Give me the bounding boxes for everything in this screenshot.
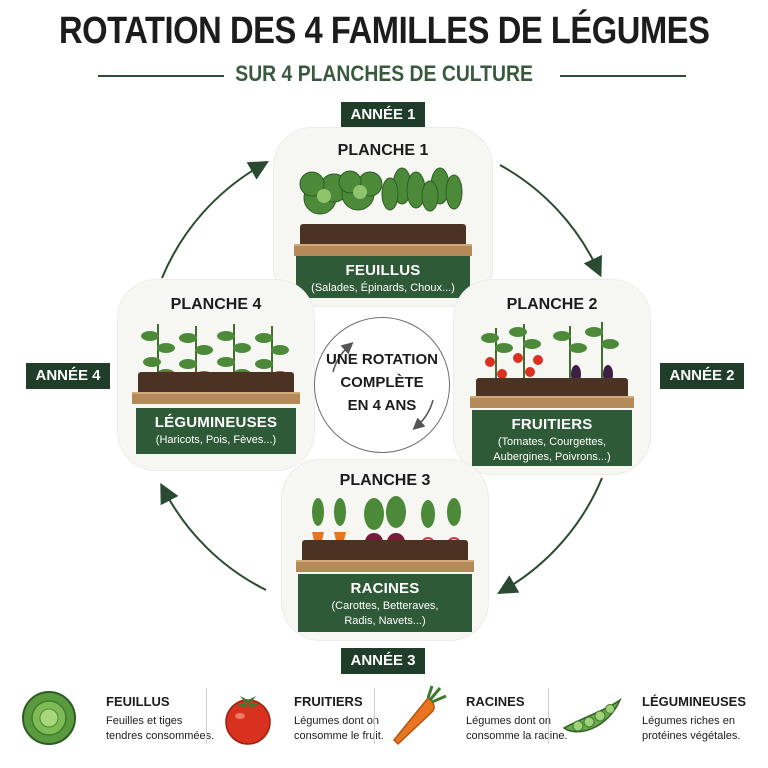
year-badge-4: ANNÉE 4 <box>26 363 110 389</box>
subtitle: SUR 4 PLANCHES DE CULTURE <box>235 61 533 86</box>
planche-4-bed <box>132 372 300 406</box>
legend-item-fruitiers: FRUITIERS Légumes dont on consomme le fr… <box>218 680 384 756</box>
planche-2-family: FRUITIERS <box>511 416 593 433</box>
planche-2-title: PLANCHE 2 <box>506 296 598 313</box>
arrow-4-to-1 <box>161 161 269 279</box>
planche-1-examples: (Salades, Épinards, Choux...) <box>311 282 455 294</box>
planche-3-family: RACINES <box>350 580 420 597</box>
cabbage-icon <box>22 691 76 745</box>
legend-name-racines: RACINES <box>466 694 525 709</box>
subtitle-divider-left <box>98 75 224 77</box>
legend-separator <box>374 688 375 744</box>
planche-4-title: PLANCHE 4 <box>170 296 262 313</box>
planche-3-bed <box>296 540 474 574</box>
planche-3-examples-line2: Radis, Navets...) <box>344 615 426 627</box>
planche-2-examples-line2: Aubergines, Poivrons...) <box>493 451 611 463</box>
legend-name-fruitiers: FRUITIERS <box>294 694 363 709</box>
legend-desc-fruitiers: Légumes dont on consomme le fruit. <box>294 715 384 742</box>
carrot-icon <box>392 685 447 746</box>
year-badge-1: ANNÉE 1 <box>341 102 425 128</box>
tomato-icon <box>225 696 271 745</box>
arrow-1-to-2 <box>499 164 602 278</box>
legend-desc-feuillus: Feuilles et tiges tendres consommées. <box>106 715 215 742</box>
legend-desc-racines: Légumes dont on consomme la racine. <box>466 715 568 742</box>
planche-3-card: PLANCHE 3 RACINES (Carottes, Betteraves,… <box>282 460 488 640</box>
legend-separator <box>548 688 549 744</box>
planche-1-card: PLANCHE 1 FEUILLUS (Salades, Épinards, C… <box>274 128 492 306</box>
page-title: ROTATION DES 4 FAMILLES DE LÉGUMES <box>58 10 710 52</box>
planche-4-family: LÉGUMINEUSES <box>154 414 278 431</box>
planche-1-bed <box>294 224 472 258</box>
subtitle-divider-right <box>560 75 686 77</box>
legend: FEUILLUS Feuilles et tiges tendres conso… <box>14 680 754 756</box>
year-badge-3: ANNÉE 3 <box>341 648 425 674</box>
subtitle-row: SUR 4 PLANCHES DE CULTURE <box>0 61 768 91</box>
planche-3-label: RACINES (Carottes, Betteraves, Radis, Na… <box>298 574 472 632</box>
pea-pod-icon <box>562 697 622 733</box>
planche-1-title: PLANCHE 1 <box>337 142 429 159</box>
planche-2-label: FRUITIERS (Tomates, Courgettes, Aubergin… <box>472 410 632 466</box>
legend-item-legumineuses: LÉGUMINEUSES Légumes riches en protéines… <box>558 680 754 756</box>
planche-4-examples: (Haricots, Pois, Fèves...) <box>155 434 277 446</box>
center-cycle-arrows <box>332 342 434 430</box>
center-rotation-circle: UNE ROTATION COMPLÈTE EN 4 ANS <box>314 317 450 453</box>
planche-3-title: PLANCHE 3 <box>339 472 431 489</box>
planche-2-bed <box>470 378 634 410</box>
planche-4-card: PLANCHE 4 LÉGUMINEUSES (Haricots, Pois, … <box>118 280 314 470</box>
legend-desc-legumineuses: Légumes riches en protéines végétales. <box>642 715 741 742</box>
legend-name-legumineuses: LÉGUMINEUSES <box>642 694 747 709</box>
legend-item-racines: RACINES Légumes dont on consomme la raci… <box>384 680 568 756</box>
planche-1-label: FEUILLUS (Salades, Épinards, Choux...) <box>296 256 470 298</box>
year-badge-2: ANNÉE 2 <box>660 363 744 389</box>
planche-1-family: FEUILLUS <box>345 262 421 279</box>
planche-3-examples-line1: (Carottes, Betteraves, <box>331 600 439 612</box>
legend-name-feuillus: FEUILLUS <box>106 694 170 709</box>
arrow-2-to-3 <box>497 477 603 595</box>
planche-2-card: PLANCHE 2 FRUITIERS (Tomates, Courgettes… <box>454 280 650 474</box>
planche-4-label: LÉGUMINEUSES (Haricots, Pois, Fèves...) <box>136 408 296 454</box>
center-text: UNE ROTATION COMPLÈTE EN 4 ANS <box>326 351 438 414</box>
arrow-3-to-4 <box>160 482 267 591</box>
legend-item-feuillus: FEUILLUS Feuilles et tiges tendres conso… <box>14 680 214 756</box>
leafy-plants-illustration <box>299 167 463 215</box>
legend-separator <box>206 688 207 744</box>
planche-2-examples-line1: (Tomates, Courgettes, <box>497 436 607 448</box>
